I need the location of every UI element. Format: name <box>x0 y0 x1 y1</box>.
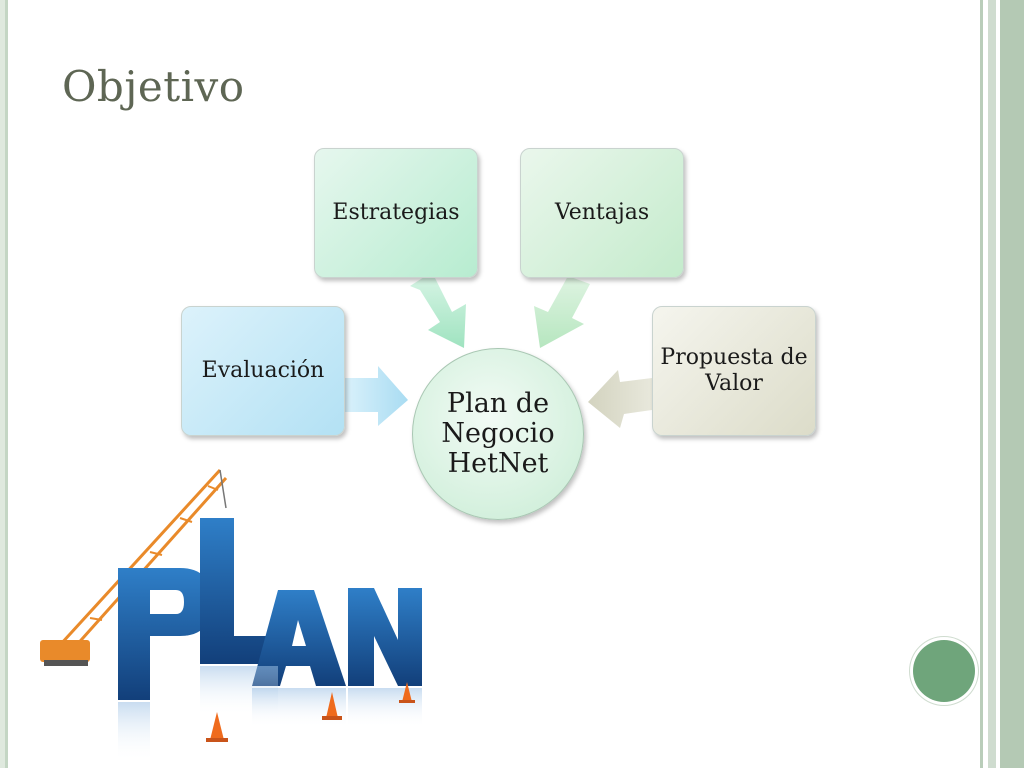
node-label: Propuesta de Valor <box>660 344 808 396</box>
node-evaluacion: Evaluación <box>181 306 345 436</box>
crane-base <box>40 640 90 662</box>
arrow-ventajas <box>534 276 590 348</box>
arrow-propuesta <box>588 370 652 428</box>
decorative-circle <box>913 640 975 702</box>
center-node: Plan de Negocio HetNet <box>412 348 584 520</box>
node-propuesta-de-valor: Propuesta de Valor <box>652 306 816 436</box>
arrow-estrategias <box>410 272 466 348</box>
crane-building-plan-icon <box>40 468 422 762</box>
plan-reflection <box>118 666 422 762</box>
node-ventajas: Ventajas <box>520 148 684 278</box>
slide-title: Objetivo <box>62 62 245 111</box>
node-label: Estrategias <box>332 199 460 225</box>
left-frame-border <box>0 0 14 768</box>
plan-letters <box>118 518 422 700</box>
right-frame-border <box>976 0 1024 768</box>
traffic-cone-icon <box>206 682 415 742</box>
arrow-evaluacion <box>345 366 408 426</box>
node-label: Evaluación <box>201 357 325 383</box>
node-estrategias: Estrategias <box>314 148 478 278</box>
node-label: Ventajas <box>554 199 650 225</box>
center-label: Plan de Negocio HetNet <box>441 388 555 479</box>
